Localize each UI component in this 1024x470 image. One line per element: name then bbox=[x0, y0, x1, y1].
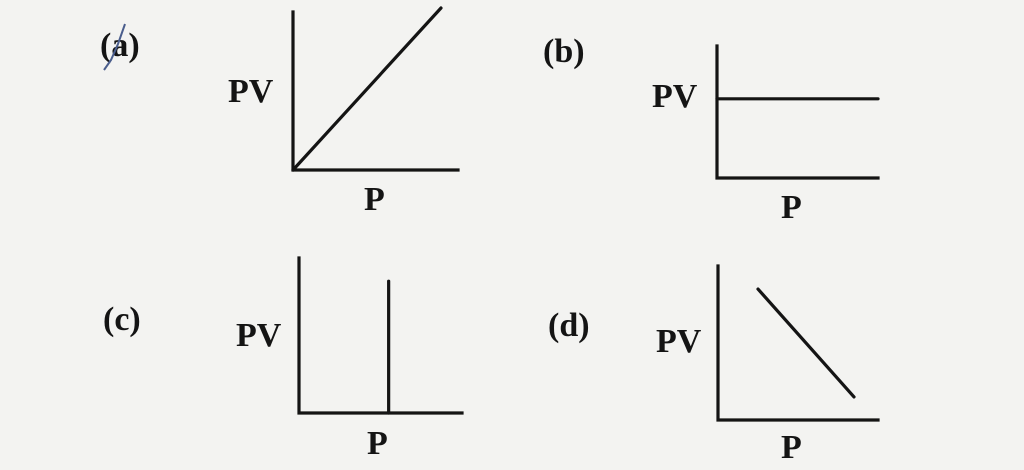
option-label-c: (c) bbox=[103, 301, 141, 338]
series-line-d bbox=[756, 287, 856, 399]
x-axis-label-d: P bbox=[781, 429, 802, 466]
y-axis-label-c: PV bbox=[236, 317, 282, 354]
axes-b bbox=[715, 44, 880, 180]
series-line-a bbox=[291, 6, 443, 172]
panel-c: (c) PV P bbox=[103, 256, 464, 462]
option-label-a: (a) bbox=[100, 27, 140, 64]
x-axis-label-c: P bbox=[367, 425, 388, 462]
axes-a bbox=[291, 10, 460, 172]
panel-a: (a) PV P bbox=[100, 6, 460, 218]
panel-b: (b) PV P bbox=[543, 33, 880, 226]
tick-mark-icon bbox=[103, 23, 126, 71]
y-axis-label-b: PV bbox=[652, 78, 698, 115]
panel-d: (d) PV P bbox=[548, 264, 880, 466]
option-label-b: (b) bbox=[543, 33, 585, 70]
x-axis-label-b: P bbox=[781, 189, 802, 226]
y-axis-label-a: PV bbox=[228, 73, 274, 110]
y-axis-label-d: PV bbox=[656, 323, 702, 360]
axes-c bbox=[297, 256, 464, 415]
x-axis-label-a: P bbox=[364, 181, 385, 218]
option-label-d: (d) bbox=[548, 307, 590, 344]
axes-d bbox=[716, 264, 880, 422]
